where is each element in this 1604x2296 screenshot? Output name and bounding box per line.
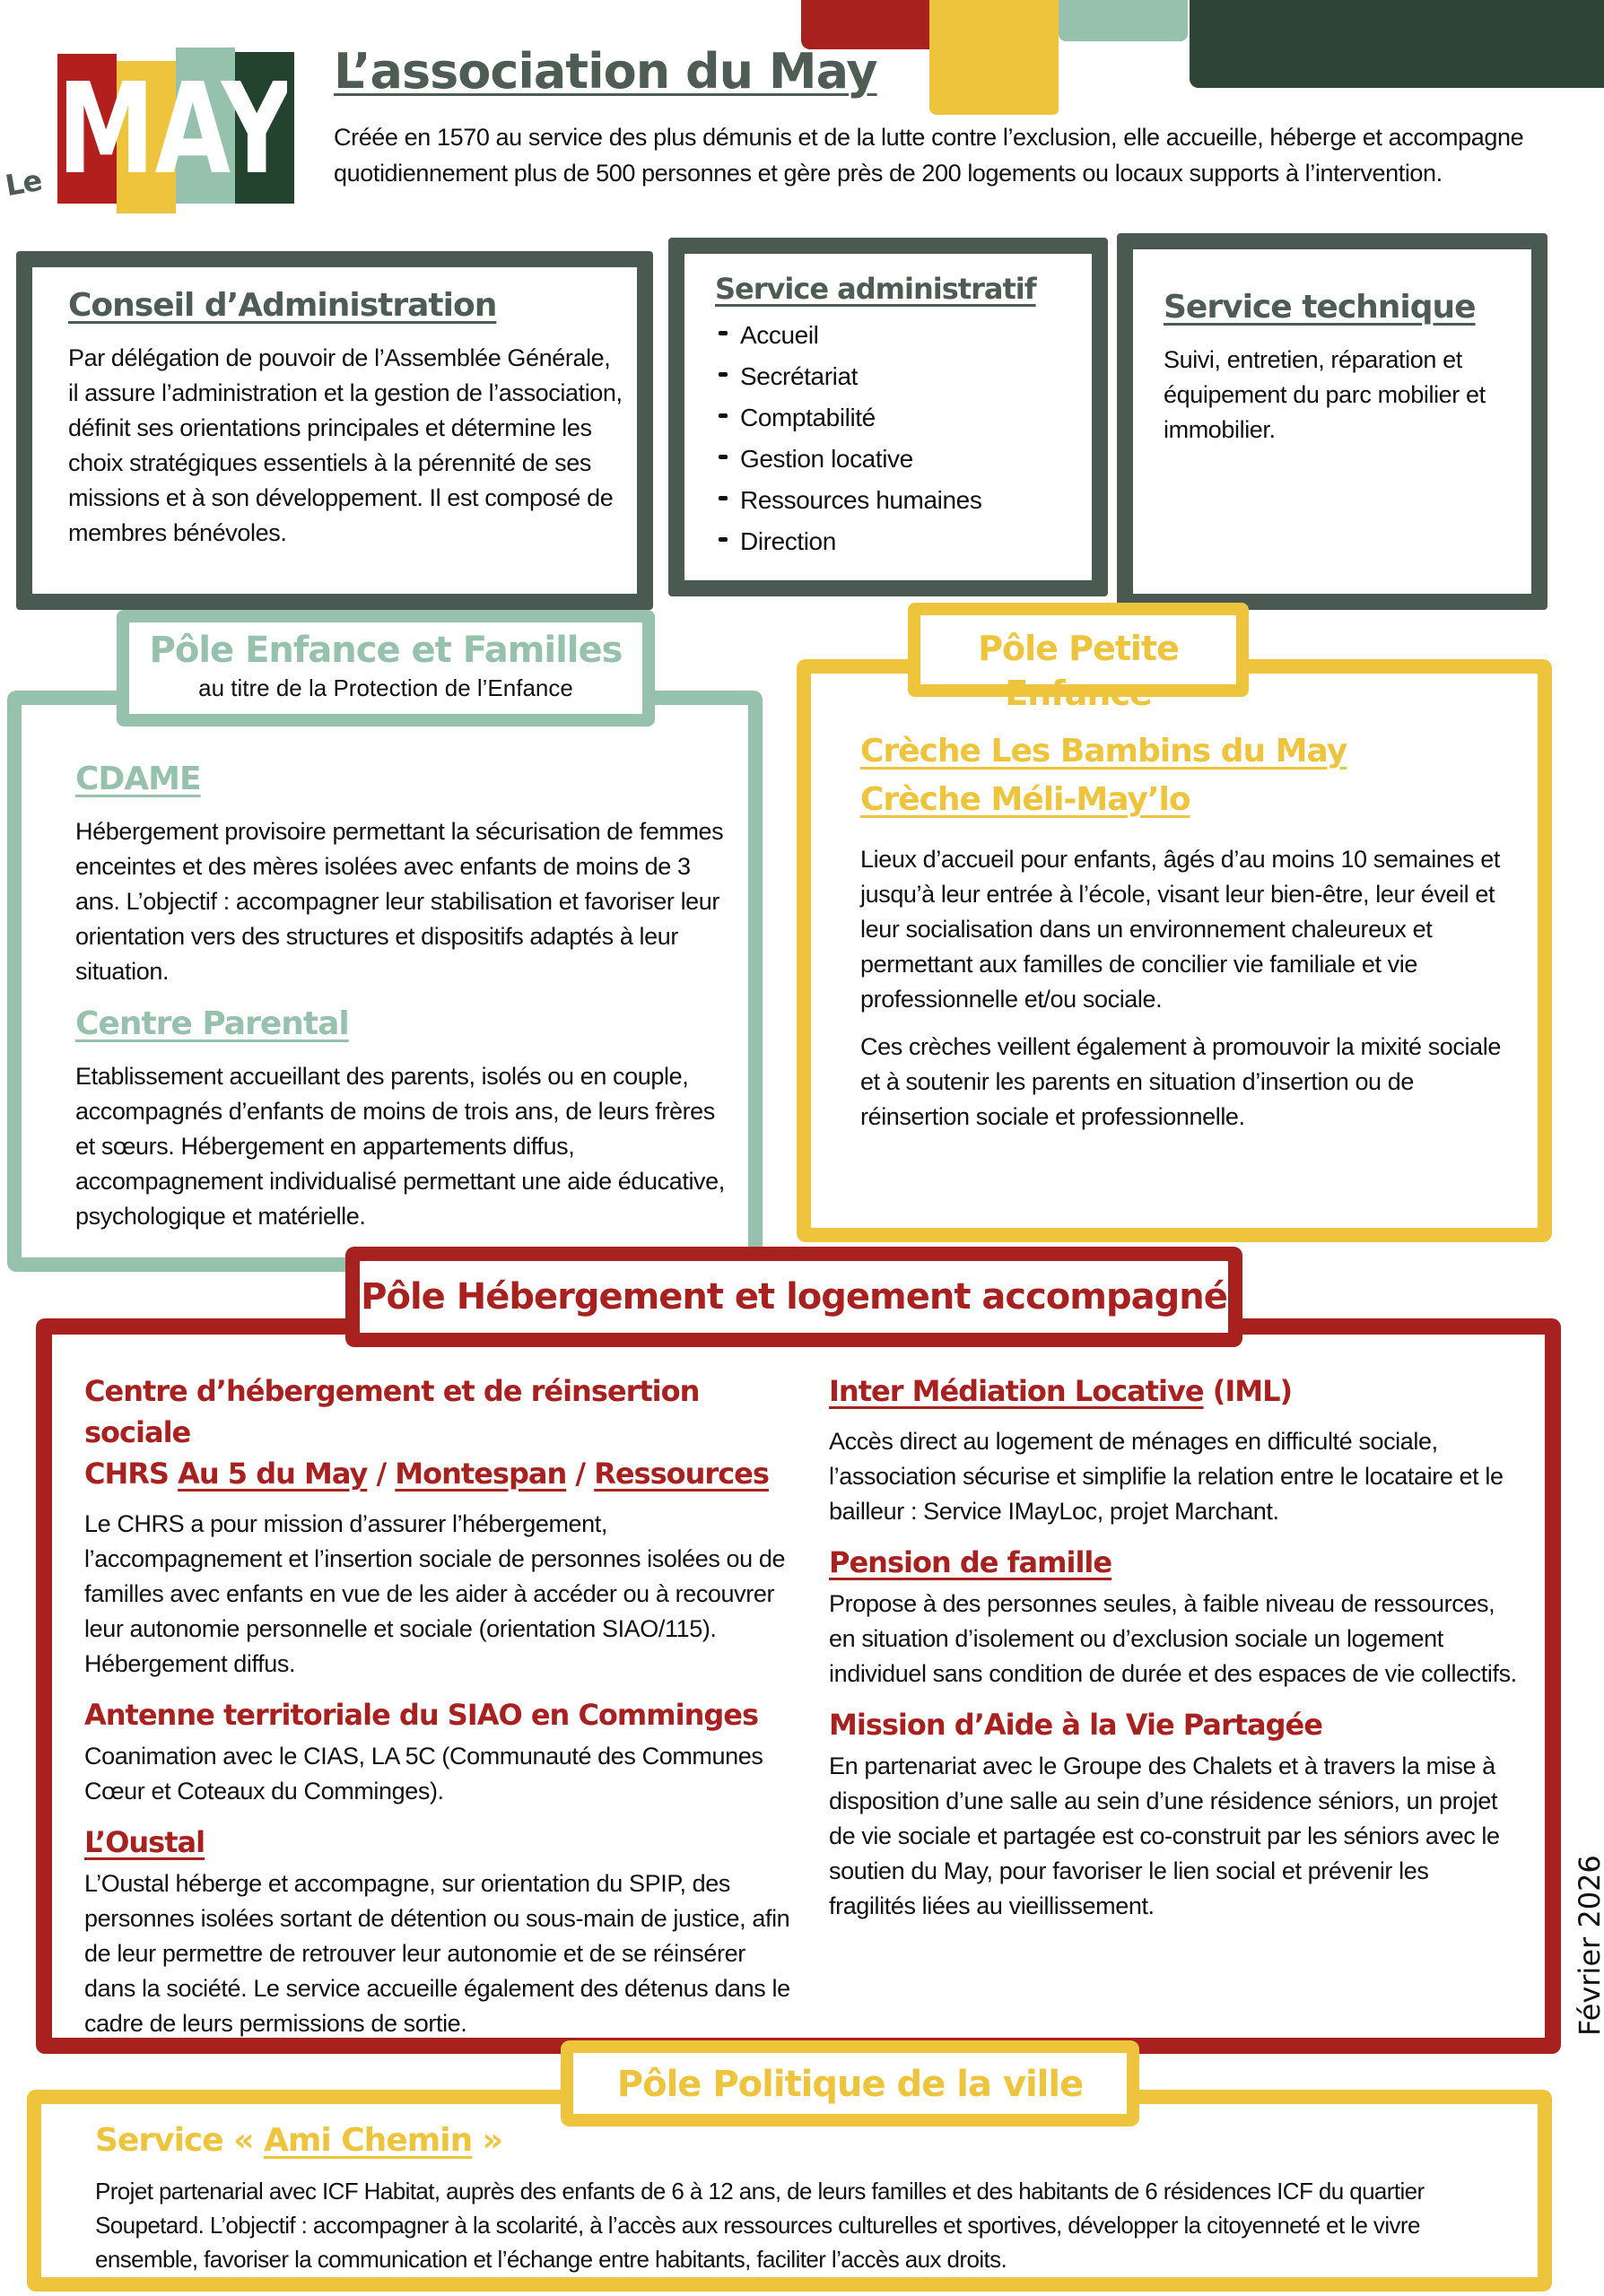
- chrs-text: Le CHRS a pour mission d’assurer l’héber…: [84, 1510, 786, 1677]
- logo-bar-red: [57, 54, 117, 204]
- iml-suffix: (IML): [1212, 1374, 1293, 1408]
- chrs-separator: /: [575, 1457, 586, 1491]
- siao-text: Coanimation avec le CIAS, LA 5C (Communa…: [84, 1743, 763, 1805]
- service-tech-content: Service technique Suivi, entretien, répa…: [1164, 285, 1531, 448]
- petite-enfance-text-2: Ces crèches veillent également à promouv…: [860, 1033, 1501, 1130]
- service-admin-item: Secrétariat: [715, 356, 1092, 397]
- logo: Le MAY: [0, 45, 305, 215]
- oustal-title[interactable]: L’Oustal: [84, 1825, 205, 1859]
- service-admin-item: Comptabilité: [715, 397, 1092, 439]
- conseil-text: Par délégation de pouvoir de l’Assemblée…: [68, 344, 623, 546]
- iml-link[interactable]: Inter Médiation Locative: [829, 1374, 1205, 1408]
- siao-title: Antenne territoriale du SIAO en Comminge…: [84, 1698, 759, 1732]
- hebergement-right-column: Inter Médiation Locative (IML) Accès dir…: [829, 1370, 1520, 1924]
- iml-title: Inter Médiation Locative (IML): [829, 1370, 1520, 1412]
- pole-enfance-card: CDAME Hébergement provisoire permettant …: [7, 691, 763, 1272]
- logo-bar-dark: [235, 52, 294, 204]
- logo-bar-sage: [176, 48, 235, 204]
- chrs-title-line1: Centre d’hébergement et de réinsertion s…: [84, 1374, 700, 1449]
- service-admin-item: Gestion locative: [715, 439, 1092, 480]
- pole-enfance-tab: Pôle Enfance et Familles au titre de la …: [117, 610, 655, 726]
- deco-block-dark: [1190, 0, 1604, 88]
- iml-text: Accès direct au logement de ménages en d…: [829, 1428, 1504, 1525]
- intro-text: Créée en 1570 au service des plus démuni…: [334, 124, 1524, 187]
- pension-text: Propose à des personnes seules, à faible…: [829, 1590, 1517, 1687]
- service-tech-card: Service technique Suivi, entretien, répa…: [1117, 233, 1547, 610]
- mavp-text: En partenariat avec le Groupe des Chalet…: [829, 1752, 1500, 1919]
- pole-petite-enfance-tab: Pôle Petite Enfance: [908, 603, 1249, 713]
- centre-parental-text: Etablissement accueillant des parents, i…: [75, 1063, 725, 1230]
- service-tech-title: Service technique: [1164, 289, 1477, 326]
- oustal-text: L’Oustal héberge et accompagne, sur orie…: [84, 1870, 790, 2037]
- chrs-link-au5dumay[interactable]: Au 5 du May: [178, 1457, 368, 1491]
- chrs-link-ressources[interactable]: Ressources: [594, 1457, 770, 1491]
- pole-hebergement-card: Centre d’hébergement et de réinsertion s…: [36, 1318, 1561, 2054]
- creche-2-title[interactable]: Crèche Méli-May’lo: [860, 781, 1191, 818]
- pole-politique-tab: Pôle Politique de la ville: [561, 2040, 1139, 2126]
- pole-politique-title: Pôle Politique de la ville: [616, 2064, 1084, 2105]
- pole-petite-enfance-card: Crèche Les Bambins du May Crèche Méli-Ma…: [797, 659, 1552, 1242]
- service-tech-text: Suivi, entretien, réparation et équipeme…: [1164, 346, 1486, 443]
- service-admin-item: Accueil: [715, 315, 1092, 356]
- pole-politique-text: Projet partenarial avec ICF Habitat, aup…: [95, 2178, 1425, 2273]
- chrs-link-montespan[interactable]: Montespan: [395, 1457, 567, 1491]
- conseil-content: Conseil d’Administration Par délégation …: [68, 283, 624, 551]
- logo-prefix: Le: [3, 162, 45, 204]
- deco-block-sage: [1059, 0, 1188, 41]
- service-admin-item: Ressources humaines: [715, 480, 1092, 521]
- ami-chemin-link[interactable]: Ami Chemin: [264, 2122, 473, 2159]
- pension-title[interactable]: Pension de famille: [829, 1545, 1112, 1579]
- logo-bar-yellow: [117, 61, 176, 213]
- date-label: Février 2026: [1573, 1855, 1604, 2036]
- pole-enfance-content: CDAME Hébergement provisoire permettant …: [75, 757, 730, 1234]
- page-title: L’association du May: [334, 43, 878, 100]
- conseil-card: Conseil d’Administration Par délégation …: [16, 251, 653, 610]
- deco-block-red: [801, 0, 945, 49]
- pole-hebergement-title: Pôle Hébergement et logement accompagné: [361, 1276, 1228, 1318]
- centre-parental-title: Centre Parental: [75, 1005, 350, 1042]
- chrs-prefix: CHRS: [84, 1457, 170, 1491]
- service-admin-item: Direction: [715, 521, 1092, 562]
- ami-chemin-suffix: »: [482, 2122, 503, 2159]
- logo-name: MAY: [63, 57, 287, 203]
- pole-enfance-title: Pôle Enfance et Familles: [149, 630, 623, 671]
- logo-wordmark: MAY: [63, 54, 287, 206]
- cdame-title: CDAME: [75, 761, 202, 797]
- pole-hebergement-tab: Pôle Hébergement et logement accompagné: [345, 1247, 1242, 1347]
- creche-1-title[interactable]: Crèche Les Bambins du May: [860, 733, 1347, 770]
- chrs-title-line2: CHRS Au 5 du May / Montespan / Ressource…: [84, 1453, 793, 1494]
- petite-enfance-text-1: Lieux d’accueil pour enfants, âgés d’au …: [860, 846, 1500, 1013]
- pole-enfance-subtitle: au titre de la Protection de l’Enfance: [198, 674, 573, 701]
- service-admin-title: Service administratif: [715, 272, 1037, 306]
- ami-chemin-prefix: Service «: [95, 2122, 254, 2159]
- chrs-separator: /: [376, 1457, 387, 1491]
- mavp-title: Mission d’Aide à la Vie Partagée: [829, 1708, 1323, 1742]
- pole-petite-enfance-title: Pôle Petite Enfance: [978, 629, 1180, 713]
- ami-chemin-title: Service « Ami Chemin »: [95, 2118, 503, 2163]
- cdame-text: Hébergement provisoire permettant la séc…: [75, 818, 724, 985]
- conseil-title: Conseil d’Administration: [68, 287, 497, 324]
- hebergement-left-column: Centre d’hébergement et de réinsertion s…: [84, 1370, 793, 2041]
- deco-block-yellow: [929, 0, 1059, 115]
- pole-petite-enfance-content: Crèche Les Bambins du May Crèche Méli-Ma…: [860, 729, 1524, 1135]
